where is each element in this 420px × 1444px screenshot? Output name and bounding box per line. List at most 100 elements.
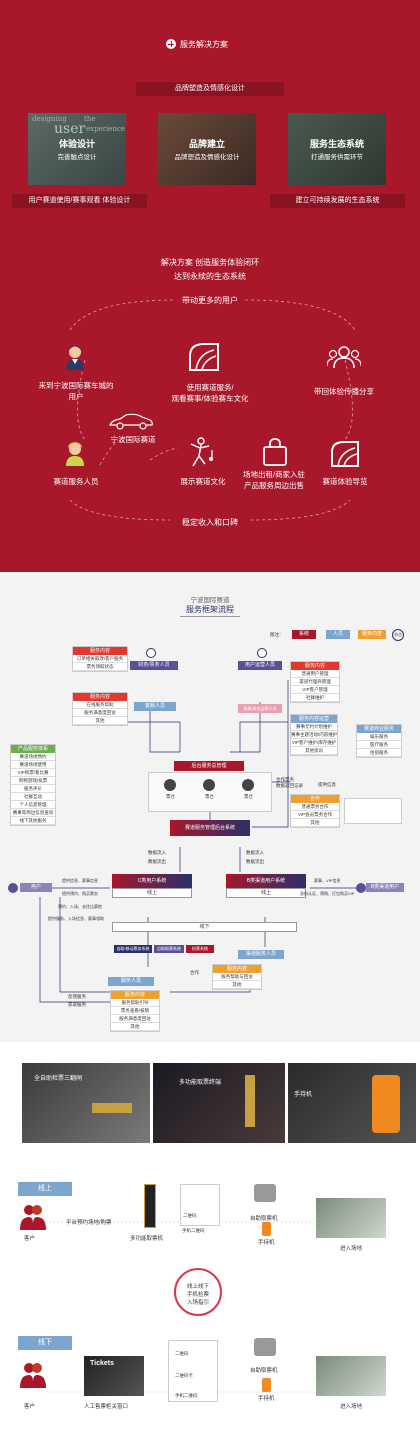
box-row: 服务评价 [11, 785, 55, 793]
user-bar: 用户 [20, 883, 52, 892]
box-row: 赛事元约计划维护 [291, 723, 337, 731]
legend-content: 服务内容 [358, 630, 386, 639]
backend-item: 票仓 [244, 794, 253, 799]
card-title: 服务生态系统 [309, 139, 364, 149]
node-label-user: 来到宁波国际赛车城的 用户 [38, 381, 114, 401]
box-row: 赛事等周边信息查询 [11, 810, 55, 817]
left-note: 提供服务、入场信息、赛事领取 [48, 916, 104, 921]
legend-label: 图注： [270, 632, 284, 637]
channel-content-box: 服务内容 服务帮助与回访 其他 [212, 964, 262, 990]
solution-line-2: 达到永续的生态系统 [174, 272, 246, 281]
flow-label: 进入场地 [340, 1246, 363, 1252]
coop-note-1: 合作票务 [276, 777, 294, 782]
photo-caption: 多功能取票终端 [179, 1080, 222, 1086]
left-note: 提供信息、赛事信息 [62, 878, 98, 883]
box-row: 普通用户管理 [291, 670, 339, 678]
top-label: 带动更多的用户 [182, 296, 238, 305]
people-share-icon [327, 346, 361, 369]
brand-pill: 品牌塑造及情感化设计 [136, 82, 284, 96]
check-circle: 线上线下 手机检票 入场指引 [174, 1268, 222, 1316]
box-row: 其他 [291, 819, 339, 827]
flow-label: 手持机 [258, 1240, 275, 1246]
box-row: 服务帮助与回访 [213, 973, 261, 981]
box-row: 在线服务帮助 [73, 701, 127, 709]
card-bg-word: the [84, 115, 96, 123]
data-out-label: 数据流出 [246, 859, 264, 864]
solution-line-1: 解决方案 创造服务体验闭环 [160, 258, 260, 267]
dancer-icon [190, 437, 213, 467]
flow-label: 自助取票机 [250, 1216, 278, 1222]
backend-item: 票仓 [205, 794, 214, 799]
feedback-label: 反馈服务 [68, 994, 86, 999]
box-row: 订单相关取改/客户服务 [73, 655, 127, 663]
coop-note-2: 数据返回记录 [276, 783, 303, 788]
box-header: 赛道商业服务 [357, 725, 401, 733]
flow-label: 手机二维码 [182, 1228, 205, 1233]
handheld-photo: 手持机 [288, 1063, 416, 1143]
database-icon [242, 779, 254, 791]
staff-content-box: 服务内容 服务帮助引导 票务查看/核销 服务满意度回访 其他 [110, 990, 160, 1032]
biz-ops-bar: 赛事/商业运营人员 [238, 704, 282, 713]
brand-building-card: 品牌建立 品牌塑造及情感化设计 [158, 113, 256, 185]
qr-box: 二维码 [180, 1184, 220, 1226]
channel-staff-bar: 渠道服务人员 [238, 950, 284, 959]
flow-label: 二维码卡 [175, 1373, 193, 1378]
qr-box-offline: 二维码 二维码卡 手机二维码 [168, 1340, 218, 1402]
offline-box: 线下 [112, 922, 297, 932]
node-label-culture: 展示赛道文化 [180, 477, 226, 486]
card-bg-word: user [54, 121, 86, 137]
box-row: 服务帮助引导 [111, 999, 159, 1007]
ticket-window-image: Tickets [84, 1356, 144, 1396]
track-guide-icon [331, 441, 359, 467]
device-photo-strip: 全自助检票三翻闸 多功能取票终端 手持机 [0, 1063, 420, 1143]
backend-item: 票仓 [166, 794, 175, 799]
ticket-check-system: 检票系统 [186, 945, 214, 953]
box-row: 娱乐服务 [357, 733, 401, 741]
data-in-label: 数据流入 [246, 850, 264, 855]
flow-label: 自助取票机 [250, 1368, 278, 1374]
box-header: 服务内容 [291, 662, 339, 670]
venue-aerial-image [316, 1356, 386, 1396]
b-user-icon [356, 883, 366, 893]
backend-container [148, 772, 272, 812]
venue-aerial-image [316, 1198, 386, 1238]
experience-design-card: designing the user experience 体验设计 完善触点设… [28, 113, 126, 185]
box-row: 医疗服务 [357, 741, 401, 749]
staff-bar: 服务人员 [108, 977, 154, 986]
self-ticket-system: 自助/移动票务系统 [114, 945, 152, 953]
flow-label: 人工售票柜关窗口 [84, 1404, 129, 1410]
title-underline [180, 616, 240, 617]
service-content-box-top-left: 服务内容 订单相关取改/客户服务 票务领取状态 [72, 646, 128, 672]
box-row: 社群维护 [291, 694, 339, 702]
box-row: 票务领取状态 [73, 663, 127, 671]
left-note: 预约、入场、去往比赛地 [58, 904, 102, 909]
flow-label: 二维码 [175, 1351, 189, 1356]
box-header: 服务内容 [73, 693, 127, 701]
flow-label: 手机二维码 [175, 1393, 198, 1398]
customer-icon [20, 1363, 46, 1388]
box-row: VIP客户管理 [291, 686, 339, 694]
database-icon [164, 779, 176, 791]
node-badge [257, 648, 267, 658]
box-row: 渠道代理商管理 [291, 678, 339, 686]
shopping-bag-icon [263, 438, 287, 466]
right-note: 赛事、VIP信息 [314, 878, 341, 883]
partner-logos [344, 798, 402, 824]
node-label-track-use: 使用赛道服务/ 观看赛事/体验赛车文化 [171, 383, 249, 403]
kiosk-photo: 多功能取票终端 [153, 1063, 285, 1143]
data-out-label: 数据流出 [148, 859, 166, 864]
coop-label: 合作 [190, 970, 199, 975]
box-row: 其他资讯 [291, 747, 337, 755]
online-box-c: 线上 [112, 888, 192, 898]
box-row: 赛道场地预约 [11, 753, 55, 761]
flow-label: 二维码 [183, 1213, 197, 1218]
right-note: 身份认证、预购、打包购买VIP [300, 891, 355, 896]
self-machine-icon [254, 1338, 276, 1356]
section-title: 服务解决方案 [180, 40, 228, 49]
flow-label: 进入场地 [340, 1404, 363, 1410]
legend-system: 系统 [292, 630, 316, 639]
node-label-staff: 赛道服务人员 [53, 477, 99, 486]
customer-staff-bar: 客服人员 [134, 702, 176, 711]
box-row: 线下其他服务 [11, 817, 55, 825]
card-bg-word: designing [32, 115, 67, 123]
